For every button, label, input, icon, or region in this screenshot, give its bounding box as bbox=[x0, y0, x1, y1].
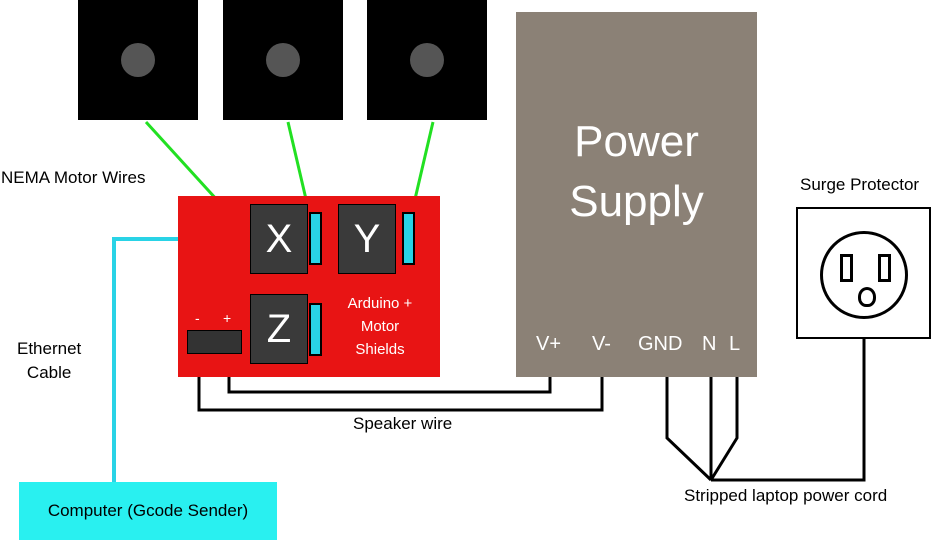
psu-terminal-vminus: V- bbox=[592, 333, 611, 355]
ethernet-cable bbox=[112, 237, 178, 484]
psu-terminal-n: N bbox=[702, 333, 717, 355]
computer-box: Computer (Gcode Sender) bbox=[19, 482, 277, 540]
surge-protector-label: Surge Protector bbox=[800, 175, 920, 194]
power-supply bbox=[516, 12, 757, 377]
board-label: Arduino + Motor Shields bbox=[330, 292, 430, 361]
power-supply-title: Power Supply bbox=[516, 112, 757, 232]
psu-terminal-vplus: V+ bbox=[536, 333, 562, 355]
ethernet-label: Ethernet Cable bbox=[17, 337, 81, 385]
outlet-slot-right bbox=[878, 254, 891, 282]
cord-gnd bbox=[665, 370, 713, 482]
speaker-wire-negative bbox=[197, 352, 604, 412]
header-y bbox=[402, 212, 415, 265]
outlet-slot-left bbox=[840, 254, 853, 282]
motor-shaft bbox=[410, 43, 444, 77]
psu-title-line2: Supply bbox=[569, 177, 704, 226]
psu-title-line1: Power bbox=[574, 117, 699, 166]
ethernet-label-line2: Cable bbox=[26, 363, 72, 382]
terminal-minus-label: - bbox=[195, 310, 200, 326]
motor-shaft bbox=[266, 43, 300, 77]
motor-shaft bbox=[121, 43, 155, 77]
laptop-cord-label: Stripped laptop power cord bbox=[684, 486, 888, 505]
board-label-line2: Motor bbox=[360, 318, 400, 335]
outlet-ground-hole bbox=[858, 287, 876, 307]
driver-y: Y bbox=[338, 204, 396, 274]
board-label-line1: Arduino + bbox=[347, 295, 413, 312]
outlet-icon bbox=[820, 231, 908, 319]
psu-terminal-gnd: GND bbox=[638, 333, 683, 355]
driver-x: X bbox=[250, 204, 308, 274]
computer-label: Computer (Gcode Sender) bbox=[47, 501, 249, 520]
board-label-line3: Shields bbox=[355, 341, 405, 358]
terminal-plus-label: + bbox=[223, 310, 232, 326]
nema-motor-middle bbox=[223, 0, 343, 120]
nema-motor-right bbox=[367, 0, 487, 120]
driver-z: Z bbox=[250, 294, 308, 364]
psu-terminal-l: L bbox=[729, 333, 741, 355]
nema-wires-label: NEMA Motor Wires bbox=[1, 168, 146, 187]
speaker-wire-label: Speaker wire bbox=[353, 414, 453, 433]
header-z bbox=[309, 303, 322, 356]
power-terminal-block bbox=[187, 330, 242, 354]
nema-motor-left bbox=[78, 0, 198, 120]
ethernet-label-line1: Ethernet bbox=[17, 339, 82, 358]
cord-to-outlet bbox=[711, 339, 866, 482]
cord-l bbox=[709, 370, 739, 481]
header-x bbox=[309, 212, 322, 265]
surge-protector-outlet bbox=[796, 207, 931, 339]
